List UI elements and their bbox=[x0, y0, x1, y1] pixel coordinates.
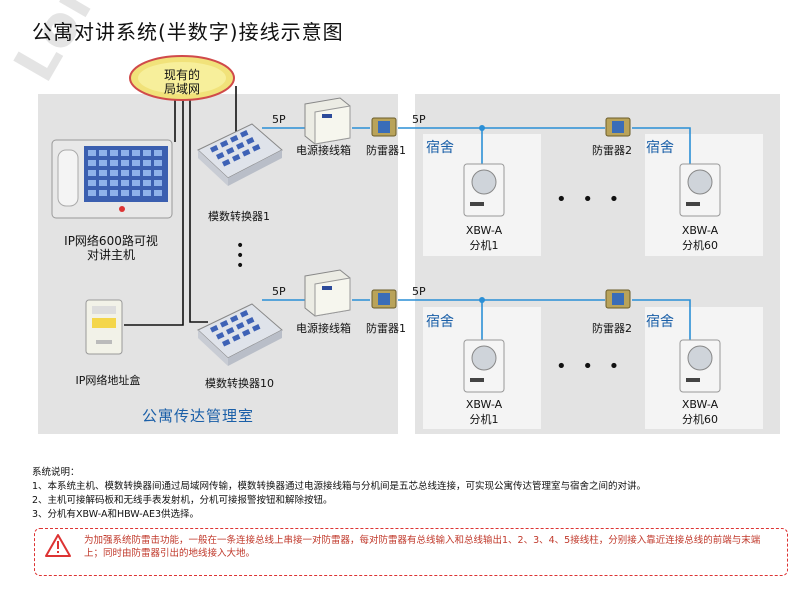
junction-box-row2-label: 电源接线箱 bbox=[296, 322, 351, 335]
extension-unit-row1-a bbox=[463, 163, 505, 217]
protector-row1-a bbox=[371, 117, 397, 137]
warning-text: 为加强系统防雷击功能，一般在一条连接总线上串接一对防雷器，每对防雷器有总线输入和… bbox=[84, 535, 761, 559]
protector-row2-a-label: 防雷器1 bbox=[366, 322, 406, 335]
extension-unit-row1-b bbox=[679, 163, 721, 217]
lan-cloud bbox=[129, 55, 235, 101]
notes-heading: 系统说明： bbox=[32, 467, 80, 478]
office-label: 公寓传达管理室 bbox=[142, 407, 255, 425]
bus-row-2 bbox=[262, 299, 691, 342]
unit-row1-a-model: XBW-A bbox=[465, 224, 503, 237]
wire-label-row1-left: 5P bbox=[272, 113, 286, 126]
ip-address-box bbox=[85, 299, 123, 355]
protector-row1-b-label: 防雷器2 bbox=[592, 144, 632, 157]
dorm-row2-b-label: 宿舍 bbox=[646, 314, 674, 330]
dots-row1: • • • bbox=[556, 189, 625, 210]
warning-triangle-icon bbox=[45, 534, 71, 557]
unit-row2-b-name: 分机60 bbox=[682, 413, 718, 426]
system-notes: 系统说明： 1、本系统主机、模数转换器间通过局域网传输，模数转换器通过电源接线箱… bbox=[32, 466, 792, 522]
wire-label-row1-right: 5P bbox=[412, 113, 426, 126]
protector-row2-a bbox=[371, 289, 397, 309]
extension-unit-row2-b bbox=[679, 339, 721, 393]
dots-row2: • • • bbox=[556, 356, 625, 377]
unit-row2-a-name: 分机1 bbox=[469, 413, 499, 426]
protector-row2-b bbox=[605, 289, 631, 309]
main-intercom-unit bbox=[51, 139, 173, 219]
unit-row2-a-model: XBW-A bbox=[465, 398, 503, 411]
protector-row1-a-label: 防雷器1 bbox=[366, 144, 406, 157]
lan-line-address bbox=[124, 86, 184, 326]
dorm-row1-a-label: 宿舍 bbox=[426, 140, 454, 156]
junction-box-1 bbox=[304, 97, 351, 145]
vertical-dot-1: • bbox=[236, 238, 245, 254]
unit-row1-a-name: 分机1 bbox=[469, 239, 499, 252]
converter-10 bbox=[197, 303, 283, 366]
bus-row-1 bbox=[262, 127, 691, 165]
address-box-label: IP网络地址盒 bbox=[75, 374, 141, 387]
page-title: 公寓对讲系统(半数字)接线示意图 bbox=[32, 20, 344, 44]
vertical-dot-2: • bbox=[236, 248, 245, 264]
warning-box bbox=[34, 528, 788, 576]
protector-row1-b bbox=[605, 117, 631, 137]
wire-label-row2-right: 5P bbox=[412, 285, 426, 298]
junction-box-row1-label: 电源接线箱 bbox=[296, 144, 351, 157]
unit-row1-b-model: XBW-A bbox=[681, 224, 719, 237]
vertical-dot-3: • bbox=[236, 258, 245, 274]
cloud-label-1: 现有的 bbox=[163, 68, 200, 82]
dorm-row1-b-label: 宿舍 bbox=[646, 140, 674, 156]
lan-line-conv10 bbox=[189, 86, 208, 323]
cloud-label-2: 局域网 bbox=[163, 82, 200, 96]
converter-1-label: 模数转换器1 bbox=[208, 210, 270, 223]
notes-item-1: 1、本系统主机、模数转换器间通过局域网传输，模数转换器通过电源接线箱与分机间是五… bbox=[32, 481, 647, 492]
unit-row1-b-name: 分机60 bbox=[682, 239, 718, 252]
converter-10-label: 模数转换器10 bbox=[205, 377, 274, 390]
main-unit-label-1: IP网络600路可视 bbox=[64, 234, 158, 248]
extension-unit-row2-a bbox=[463, 339, 505, 393]
main-unit-label-2: 对讲主机 bbox=[86, 248, 135, 262]
notes-item-2: 2、主机可接解码板和无线手表发射机，分机可接报警按钮和解除按钮。 bbox=[32, 495, 333, 506]
junction-box-2 bbox=[304, 269, 351, 317]
wire-label-row2-left: 5P bbox=[272, 285, 286, 298]
converter-1 bbox=[197, 123, 283, 186]
unit-row2-b-model: XBW-A bbox=[681, 398, 719, 411]
dorm-row2-a-label: 宿舍 bbox=[426, 314, 454, 330]
protector-row2-b-label: 防雷器2 bbox=[592, 322, 632, 335]
notes-item-3: 3、分机有XBW-A和HBW-AE3供选择。 bbox=[32, 509, 200, 520]
